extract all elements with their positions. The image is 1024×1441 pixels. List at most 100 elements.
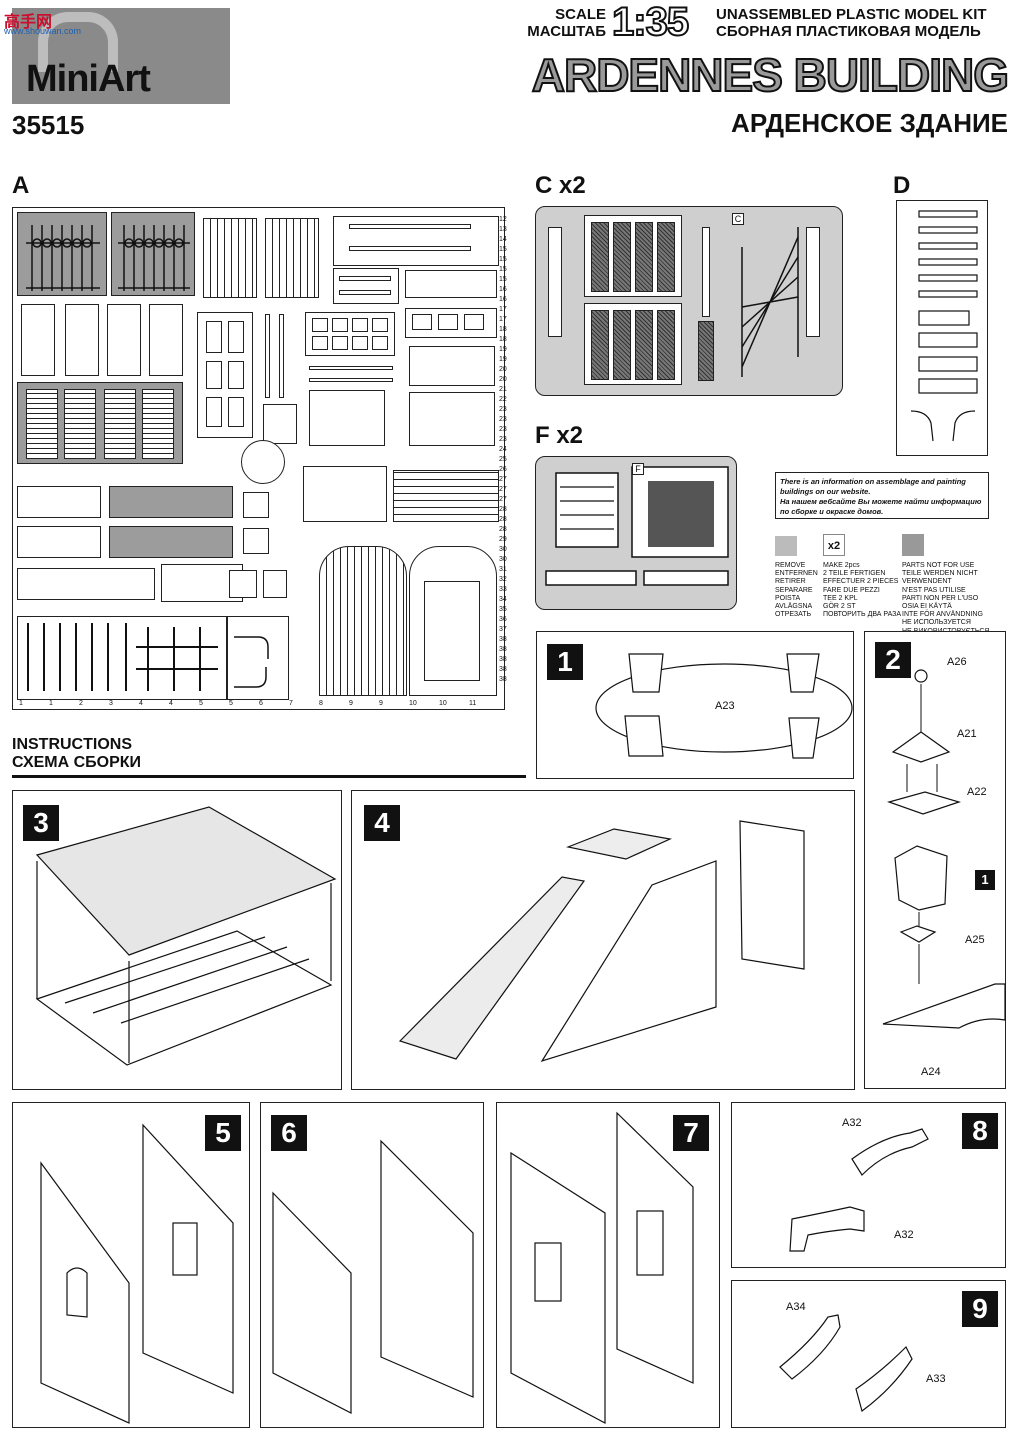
part-number: 19 <box>499 356 507 363</box>
part-number: 15 <box>499 246 507 253</box>
sprue-c-tag: C <box>732 213 744 225</box>
part-number: 10 <box>409 700 417 707</box>
part-number: 8 <box>319 700 323 707</box>
window-pane <box>352 318 368 332</box>
sprue-f-drawing <box>545 466 729 586</box>
panel-part <box>409 346 495 386</box>
step-2-callout: A21 <box>957 728 977 740</box>
rail-part <box>702 227 710 317</box>
part-number: 25 <box>499 456 507 463</box>
pipes-drawing <box>234 636 269 688</box>
part-number: 27 <box>499 496 507 503</box>
window-pane <box>312 318 328 332</box>
step-number: 4 <box>364 805 400 841</box>
part-number: 13 <box>499 226 507 233</box>
part-number: 9 <box>349 700 353 707</box>
shutter-part <box>104 389 136 459</box>
part-number: 22 <box>499 396 507 403</box>
part-number: 1 <box>49 700 53 707</box>
grate-part <box>584 303 682 385</box>
sprue-f-label: F x2 <box>535 422 584 449</box>
part-number: 23 <box>499 406 507 413</box>
legend-text: REMOVE <box>775 562 806 569</box>
rail-part <box>309 366 393 370</box>
step-4: 4 <box>351 790 855 1090</box>
sprue-f-tag: F <box>632 463 644 475</box>
title-ru: АРДЕНСКОЕ ЗДАНИЕ <box>731 108 1008 138</box>
part-number: 31 <box>499 566 507 573</box>
scale-label-ru: МАСШТАБ <box>527 23 606 40</box>
rail-part <box>806 227 820 337</box>
watermark-site: www.shouwan.com <box>4 26 82 36</box>
small-window-part <box>65 304 99 376</box>
legend-text: 2 TEILE FERTIGEN <box>823 570 886 578</box>
part-number: 35 <box>499 606 507 613</box>
legend-text: SEPARARE <box>775 586 813 594</box>
shutter-part <box>64 389 96 459</box>
window-pane <box>312 336 328 350</box>
step-8: 8 A32 A32 <box>731 1102 1006 1268</box>
panel-part <box>405 270 497 298</box>
grate-slot <box>613 222 631 292</box>
scale-value: 1:35 <box>611 0 690 45</box>
sprue-frame <box>333 268 399 304</box>
part-number: 36 <box>499 616 507 623</box>
step-1: 1 A23 <box>536 631 854 779</box>
fence-drawing <box>26 225 100 291</box>
part-number: 21 <box>499 386 507 393</box>
sprue-a-label: A <box>12 172 30 199</box>
legend-make-two: MAKE 2pcs 2 TEILE FERTIGEN EFFECTUER 2 P… <box>823 562 901 619</box>
part-number: 23 <box>499 436 507 443</box>
instructions-title: INSTRUCTIONS СХЕМА СБОРКИ <box>12 736 141 772</box>
part-number: 4 <box>139 700 143 707</box>
legend-text: ENTFERNEN <box>775 570 818 578</box>
legend-text: RETIRER <box>775 578 806 586</box>
scale-label: SCALE МАСШТАБ <box>520 6 606 40</box>
door-panel <box>206 397 222 427</box>
small-window-part <box>149 304 183 376</box>
bar-part <box>349 224 471 229</box>
step-5-drawing <box>40 1123 234 1424</box>
window-grid-part <box>305 312 395 356</box>
part-number: 27 <box>499 476 507 483</box>
part-number: 15 <box>499 266 507 273</box>
part-number: 1 <box>19 700 23 707</box>
step-9: 9 A34 A33 <box>731 1280 1006 1428</box>
shutter-part <box>26 389 58 459</box>
lamp-frames-part <box>17 568 155 600</box>
step-1-callout: A23 <box>715 700 735 712</box>
plank-door-part <box>203 218 257 298</box>
part-number: 26 <box>499 466 507 473</box>
post-parts-frame <box>17 616 227 700</box>
step-8-callout: A32 <box>894 1229 914 1241</box>
door-panel <box>228 397 244 427</box>
part-number: 11 <box>469 700 477 707</box>
part-number: 5 <box>199 700 203 707</box>
part-number: 4 <box>169 700 173 707</box>
part-number: 28 <box>499 506 507 513</box>
watermark-brand: 高手网 <box>4 14 53 31</box>
title-en: ARDENNES BUILDING <box>531 48 1010 102</box>
plank-door-part <box>265 218 319 298</box>
step-2-ref-badge: 1 <box>975 870 995 890</box>
sprue-d-drawing <box>910 210 978 442</box>
column-part <box>17 526 101 558</box>
sprue-c-label: C x2 <box>535 172 586 199</box>
part-number: 17 <box>499 306 507 313</box>
part-number: 38 <box>499 636 507 643</box>
part-number: 2 <box>79 700 83 707</box>
post-part <box>279 314 284 398</box>
part-number: 18 <box>499 326 507 333</box>
fence-part <box>111 212 195 296</box>
step-9-drawing <box>779 1314 913 1413</box>
post-part <box>265 314 270 398</box>
part-number: 38 <box>499 676 507 683</box>
part-number: 16 <box>499 286 507 293</box>
logo-m-shape <box>38 12 118 72</box>
legend-text: PARTS NOT FOR USE <box>902 562 975 569</box>
door-panel <box>206 361 222 389</box>
part-number: 3 <box>109 700 113 707</box>
barn-door-part <box>409 546 497 696</box>
kit-type: UNASSEMBLED PLASTIC MODEL KIT СБОРНАЯ ПЛ… <box>716 6 1008 40</box>
part-number: 38 <box>499 656 507 663</box>
